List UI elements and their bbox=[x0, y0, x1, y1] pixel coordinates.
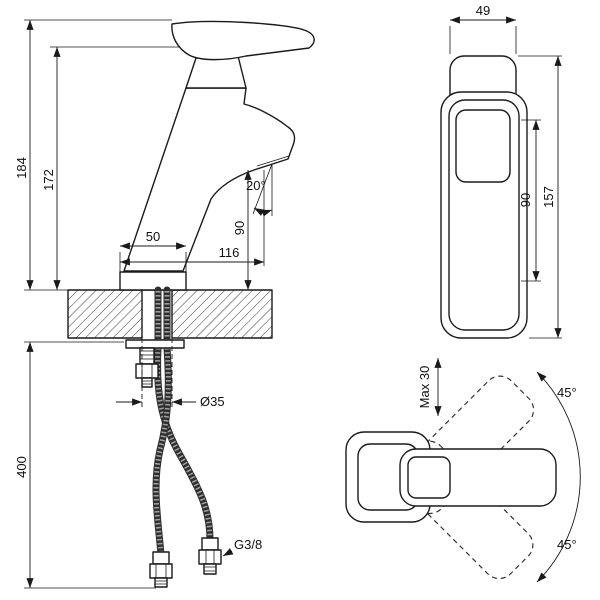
dim-depth-157: 157 bbox=[518, 55, 562, 339]
hose-fitting-right bbox=[198, 537, 222, 575]
angle-45-bottom-label: 45° bbox=[557, 537, 577, 552]
aerator-line bbox=[256, 155, 290, 167]
dim-spout-reach-116: 116 bbox=[119, 170, 265, 266]
dim-width-49: 49 bbox=[449, 3, 517, 54]
dim-depth-90: 90 bbox=[518, 119, 541, 282]
rotation-handle-detail bbox=[407, 456, 451, 499]
dim-157-label: 157 bbox=[541, 186, 556, 208]
max-30-label: Max 30 bbox=[417, 366, 432, 409]
faucet-base-plate bbox=[119, 271, 187, 291]
side-view: 20° 184 172 90 50 116 bbox=[14, 19, 315, 589]
dim-35-label: Ø35 bbox=[200, 394, 225, 409]
top-view-handle bbox=[440, 91, 528, 339]
supply-hoses bbox=[152, 286, 214, 558]
rotation-arc bbox=[536, 371, 581, 583]
mounting-washer bbox=[125, 339, 185, 349]
dim-total-height-184: 184 bbox=[14, 19, 172, 291]
dim-spout-height-90: 90 bbox=[232, 170, 252, 290]
countertop-section bbox=[67, 289, 273, 339]
dim-hole-diameter-35: Ø35 bbox=[116, 338, 225, 409]
dim-max-30: Max 30 bbox=[417, 358, 442, 416]
dim-90-label: 90 bbox=[232, 221, 247, 235]
dim-184-label: 184 bbox=[14, 157, 29, 179]
faucet-lever bbox=[171, 20, 315, 61]
top-view: 49 90 157 bbox=[440, 3, 562, 339]
hose-fitting-left bbox=[149, 551, 173, 588]
hose-left bbox=[152, 344, 172, 558]
faucet-handle-neck bbox=[185, 55, 247, 89]
rotation-view: 45° 45° Max 30 bbox=[345, 358, 581, 583]
dim-body-height-172: 172 bbox=[41, 46, 180, 290]
dim-116-label: 116 bbox=[219, 245, 240, 260]
dim-50-label: 50 bbox=[146, 229, 160, 244]
rotation-handle bbox=[399, 448, 557, 507]
mounting-stud bbox=[135, 347, 159, 388]
mounting-hardware bbox=[125, 339, 185, 388]
thread-size-callout: G3/8 bbox=[222, 537, 262, 557]
hose-right bbox=[154, 344, 214, 544]
top-view-handle-inner bbox=[448, 99, 520, 331]
thread-g38-label: G3/8 bbox=[234, 537, 262, 552]
dim-hose-length-400: 400 bbox=[14, 341, 156, 589]
top-view-grip-detail bbox=[455, 109, 511, 183]
dim-49-label: 49 bbox=[476, 3, 490, 18]
faucet-side-body bbox=[119, 20, 315, 291]
dim-400-label: 400 bbox=[14, 456, 29, 478]
angle-45-top-label: 45° bbox=[557, 385, 577, 400]
dim-top-90-label: 90 bbox=[518, 193, 533, 207]
angle-20-label: 20° bbox=[246, 178, 266, 193]
faucet-body-outline bbox=[123, 87, 296, 272]
dim-172-label: 172 bbox=[41, 169, 56, 191]
